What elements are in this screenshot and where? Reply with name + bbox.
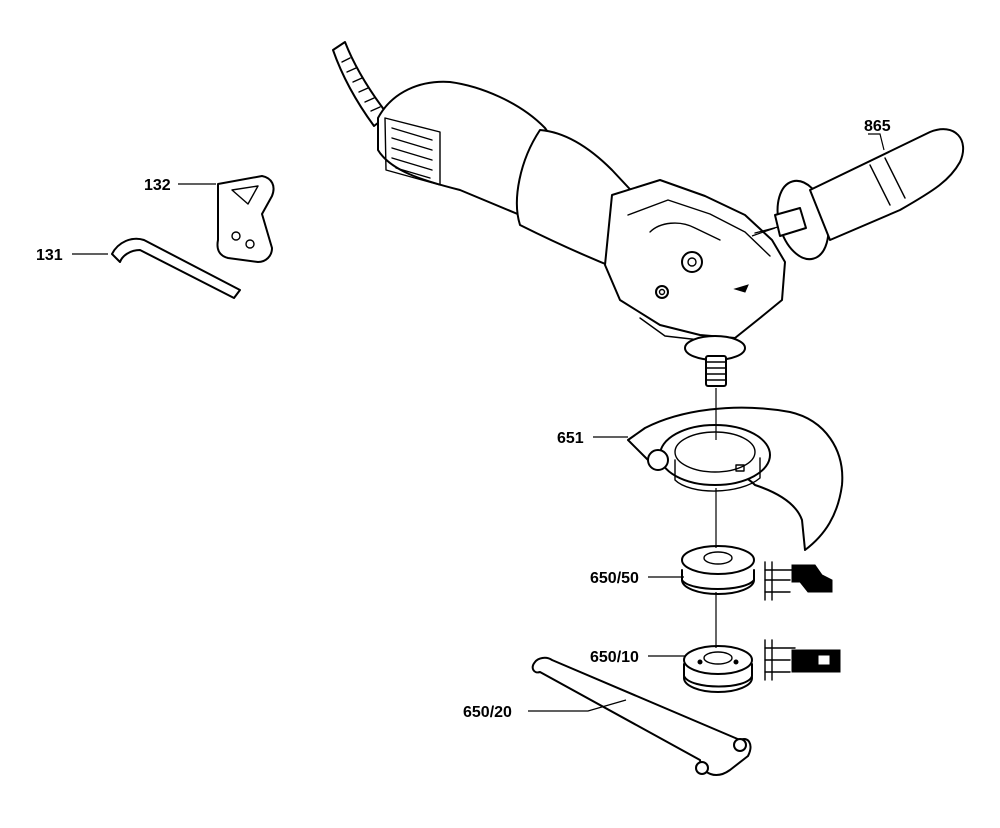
callout-651: 651: [557, 430, 584, 447]
nut-section-symbol: [764, 639, 841, 681]
spindle: [684, 335, 746, 387]
callout-650-10: 650/10: [590, 649, 639, 666]
mounting-flange: [681, 545, 755, 595]
pin-spanner: [531, 656, 752, 776]
leader-lines: [72, 133, 885, 712]
clamping-nut: [683, 645, 753, 693]
direction-arrow-icon: [733, 284, 749, 293]
auxiliary-handle: [754, 128, 965, 261]
key-holder-plate: [216, 175, 275, 263]
callout-132: 132: [144, 177, 171, 194]
hex-key: [111, 237, 241, 299]
callout-131: 131: [36, 247, 63, 264]
assembly-axis: [715, 227, 776, 648]
angle-grinder-body: [332, 41, 786, 387]
gear-head: [604, 179, 786, 341]
callout-650-20: 650/20: [463, 704, 512, 721]
spindle-lock-button: [681, 251, 703, 273]
flange-section-symbol: [764, 561, 833, 601]
vent-slots: [384, 117, 441, 186]
callout-650-50: 650/50: [590, 570, 639, 587]
callout-865: 865: [864, 118, 891, 135]
handle-mount-hole: [655, 285, 669, 299]
guard-clamp-screw: [647, 449, 669, 471]
wheel-guard: [627, 406, 844, 551]
